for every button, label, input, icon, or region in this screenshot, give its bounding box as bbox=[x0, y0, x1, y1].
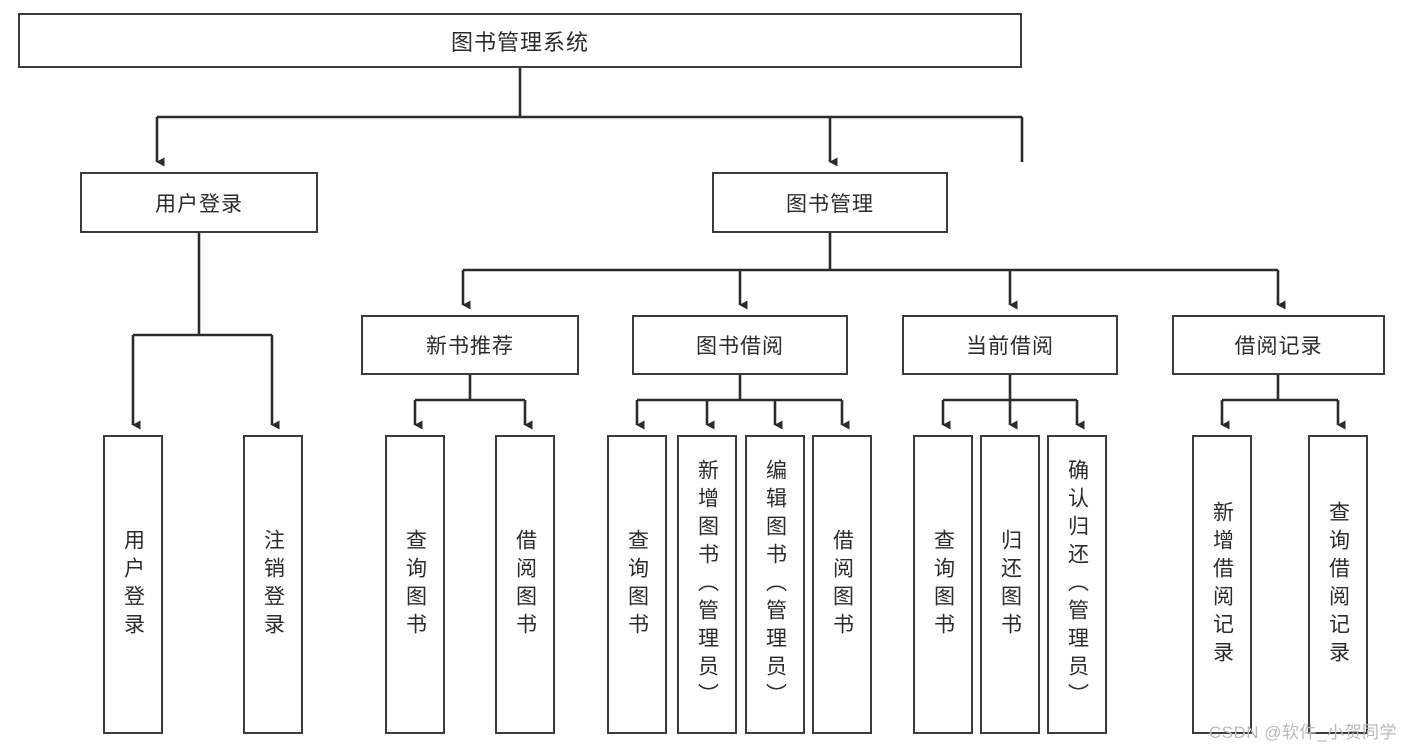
node-book-management-label: 图书管理 bbox=[786, 192, 874, 216]
leaf-confirm-return[interactable]: 确认归还（管理员） bbox=[1047, 435, 1107, 734]
leaf-add-book-label: 新增图书（管理员） bbox=[695, 458, 719, 711]
leaf-user-logout[interactable]: 注销登录 bbox=[243, 435, 303, 734]
leaf-edit-book[interactable]: 编辑图书（管理员） bbox=[745, 435, 805, 734]
leaf-query-book-2[interactable]: 查询图书 bbox=[607, 435, 667, 734]
node-new-book-recommend-label: 新书推荐 bbox=[426, 335, 514, 358]
leaf-user-logout-label: 注销登录 bbox=[261, 528, 285, 641]
leaf-return-book-label: 归还图书 bbox=[998, 528, 1022, 641]
leaf-query-book-2-label: 查询图书 bbox=[625, 528, 649, 641]
node-root-system[interactable]: 图书管理系统 bbox=[18, 13, 1022, 68]
leaf-return-book[interactable]: 归还图书 bbox=[980, 435, 1040, 734]
leaf-add-book[interactable]: 新增图书（管理员） bbox=[677, 435, 737, 734]
node-root-label: 图书管理系统 bbox=[450, 29, 589, 55]
leaf-query-book-1[interactable]: 查询图书 bbox=[385, 435, 445, 734]
leaf-borrow-book-1-label: 借阅图书 bbox=[513, 528, 537, 641]
leaf-edit-book-label: 编辑图书（管理员） bbox=[763, 458, 787, 711]
node-current-borrow-label: 当前借阅 bbox=[966, 335, 1054, 358]
leaf-query-record[interactable]: 查询借阅记录 bbox=[1308, 435, 1368, 734]
leaf-user-login[interactable]: 用户登录 bbox=[103, 435, 163, 734]
leaf-query-book-3[interactable]: 查询图书 bbox=[913, 435, 973, 734]
csdn-watermark: CSDN @软件_小贺同学 bbox=[1208, 723, 1397, 742]
leaf-query-book-3-label: 查询图书 bbox=[931, 528, 955, 641]
node-borrow-record[interactable]: 借阅记录 bbox=[1172, 315, 1385, 375]
node-book-management[interactable]: 图书管理 bbox=[712, 172, 948, 233]
leaf-user-login-label: 用户登录 bbox=[121, 528, 145, 641]
node-new-book-recommend[interactable]: 新书推荐 bbox=[361, 315, 579, 375]
node-book-borrow[interactable]: 图书借阅 bbox=[632, 315, 848, 375]
node-user-login[interactable]: 用户登录 bbox=[80, 172, 318, 233]
node-user-login-label: 用户登录 bbox=[155, 192, 243, 216]
leaf-add-record-label: 新增借阅记录 bbox=[1210, 500, 1234, 669]
leaf-query-record-label: 查询借阅记录 bbox=[1326, 500, 1350, 669]
node-book-borrow-label: 图书借阅 bbox=[696, 335, 784, 358]
node-borrow-record-label: 借阅记录 bbox=[1234, 335, 1323, 358]
leaf-query-book-1-label: 查询图书 bbox=[403, 528, 427, 641]
leaf-borrow-book-2-label: 借阅图书 bbox=[830, 528, 854, 641]
leaf-borrow-book-2[interactable]: 借阅图书 bbox=[812, 435, 872, 734]
node-current-borrow[interactable]: 当前借阅 bbox=[902, 315, 1118, 375]
leaf-borrow-book-1[interactable]: 借阅图书 bbox=[495, 435, 555, 734]
leaf-confirm-return-label: 确认归还（管理员） bbox=[1065, 458, 1089, 711]
leaf-add-record[interactable]: 新增借阅记录 bbox=[1192, 435, 1252, 734]
